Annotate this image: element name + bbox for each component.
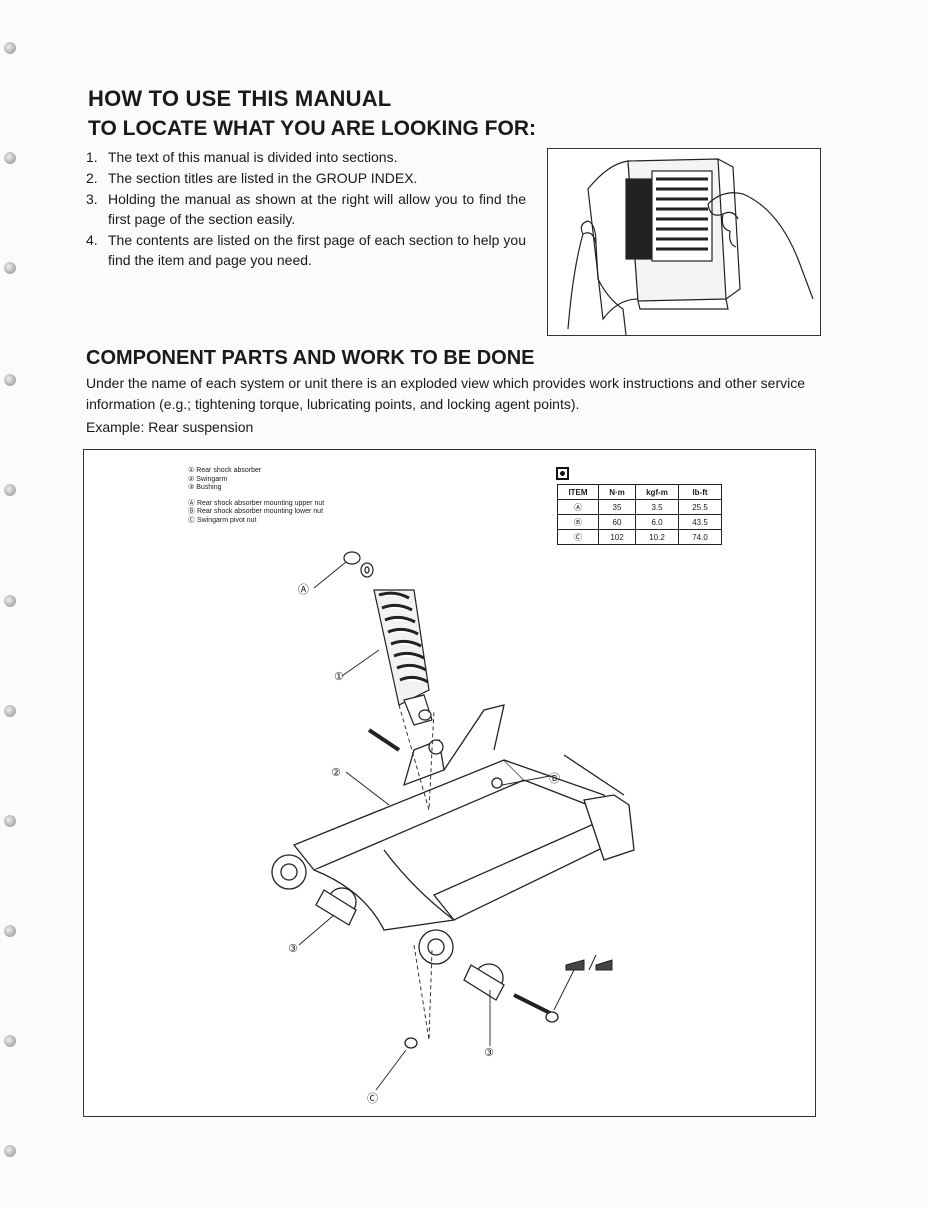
list-text: Holding the manual as shown at the right…	[108, 191, 526, 227]
example-label: Example: Rear suspension	[86, 419, 254, 435]
legend-item: ② Swingarm	[188, 475, 228, 483]
section-description: Under the name of each system or unit th…	[86, 375, 806, 412]
legend-item: ③ Bushing	[188, 484, 222, 491]
section-subtitle: TO LOCATE WHAT YOU ARE LOOKING FOR:	[88, 117, 536, 140]
binder-hole-icon	[4, 1035, 16, 1047]
callout-3b: ③	[484, 1046, 494, 1059]
list-number: 4.	[86, 232, 98, 248]
binder-hole-icon	[4, 262, 16, 274]
callout-A: Ⓐ	[298, 583, 309, 596]
grease-icon	[565, 954, 613, 971]
torque-table: ITEM N·m kgf-m lb-ft Ⓐ 35 3.5 25.5 Ⓑ 60 …	[557, 484, 722, 545]
list-text: The section titles are listed in the GRO…	[108, 170, 418, 186]
legend-item: Ⓑ Rear shock absorber mounting lower nut	[188, 508, 324, 515]
swingarm-drawing	[271, 704, 635, 1049]
exploded-view-diagram: ① Rear shock absorber ② Swingarm ③ Bushi…	[83, 449, 816, 1117]
list-number: 3.	[86, 191, 98, 207]
binder-hole-icon	[4, 815, 16, 827]
list-number: 2.	[86, 170, 98, 186]
binder-hole-icon	[4, 1145, 16, 1157]
list-number: 1.	[86, 149, 98, 165]
list-item: 4. The contents are listed on the first p…	[86, 230, 526, 270]
binder-hole-icon	[4, 152, 16, 164]
parts-legend: ① Rear shock absorber ② Swingarm ③ Bushi…	[188, 467, 324, 525]
legend-item: Ⓐ Rear shock absorber mounting upper nut	[188, 499, 325, 507]
list-text: The contents are listed on the first pag…	[108, 232, 526, 268]
list-text: The text of this manual is divided into …	[108, 149, 398, 165]
table-row: Ⓒ 102 10.2 74.0	[557, 529, 722, 545]
list-item: 2. The section titles are listed in the G…	[86, 168, 526, 188]
binder-hole-icon	[4, 705, 16, 717]
legend-item: Ⓒ Swingarm pivot nut	[188, 516, 257, 524]
binder-hole-icon	[4, 595, 16, 607]
manual-holding-illustration	[547, 148, 821, 336]
callout-C: Ⓒ	[367, 1092, 378, 1105]
callout-3: ③	[288, 942, 298, 955]
binder-hole-icon	[4, 925, 16, 937]
table-cell: 74.0	[678, 529, 722, 545]
callout-2: ②	[331, 766, 341, 779]
binder-hole-icon	[4, 484, 16, 496]
hands-holding-book-drawing	[567, 158, 814, 336]
page-title: HOW TO USE THIS MANUAL	[88, 86, 392, 111]
callout-1: ①	[334, 670, 344, 683]
rear-suspension-drawing: Ⓐ ① ② Ⓑ ③ ③ Ⓒ	[271, 551, 635, 1105]
callout-B: Ⓑ	[549, 772, 560, 785]
list-item: 1. The text of this manual is divided int…	[86, 147, 526, 167]
torque-wrench-icon	[556, 467, 569, 480]
table-header-row: ITEM N·m kgf-m lb-ft	[557, 484, 722, 500]
binder-hole-icon	[4, 374, 16, 386]
shock-absorber-drawing	[343, 551, 433, 726]
binder-hole-icon	[4, 42, 16, 54]
instructions-list: 1. The text of this manual is divided int…	[86, 147, 526, 271]
legend-item: ① Rear shock absorber	[188, 467, 262, 474]
list-item: 3. Holding the manual as shown at the rig…	[86, 189, 526, 229]
section-heading: COMPONENT PARTS AND WORK TO BE DONE	[86, 347, 535, 369]
